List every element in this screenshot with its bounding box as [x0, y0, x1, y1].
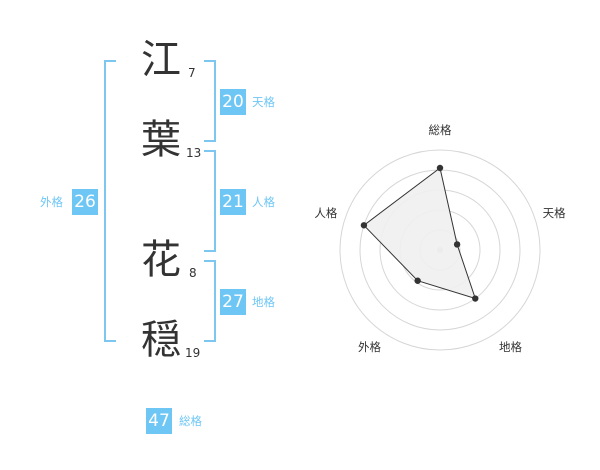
name-char-1: 江	[141, 37, 181, 83]
gaikaku-bracket	[104, 60, 116, 342]
jinkaku-badge: 21	[220, 189, 246, 215]
radar-area	[363, 167, 477, 300]
radar-points	[360, 164, 479, 302]
radar-point-4	[414, 277, 421, 284]
jinkaku-label: 人格	[252, 195, 275, 209]
chikaku-bracket	[204, 260, 216, 342]
soukaku-badge: 47	[146, 408, 172, 434]
chikaku-label: 地格	[252, 295, 275, 309]
radar-point-1	[436, 164, 444, 172]
stroke-count-3: 8	[189, 266, 197, 280]
name-char-3: 花	[141, 237, 181, 283]
radar-point-3	[472, 295, 479, 302]
radar-axis-label-3: 地格	[499, 340, 522, 354]
radar-axis-label-1: 総格	[429, 123, 452, 137]
radar-axis-label-5: 人格	[314, 206, 337, 220]
radar-point-2	[453, 241, 461, 248]
chikaku-badge: 27	[220, 289, 246, 315]
name-char-4: 穏	[141, 317, 181, 363]
jinkaku-bracket	[204, 150, 216, 252]
tenkaku-badge: 20	[220, 89, 246, 115]
tenkaku-bracket	[204, 60, 216, 142]
stroke-count-2: 13	[186, 146, 202, 160]
stroke-count-1: 7	[188, 66, 196, 80]
tenkaku-label: 天格	[252, 95, 275, 109]
gaikaku-badge: 26	[72, 189, 98, 215]
gaikaku-label: 外格	[40, 195, 63, 209]
soukaku-label: 総格	[179, 414, 202, 428]
name-char-2: 葉	[141, 117, 181, 163]
radar-axis-label-2: 天格	[543, 206, 566, 220]
radar-point-5	[360, 222, 368, 229]
radar-axis-label-4: 外格	[358, 340, 381, 354]
stroke-count-4: 19	[185, 346, 201, 360]
radar-ring-5	[339, 149, 541, 351]
